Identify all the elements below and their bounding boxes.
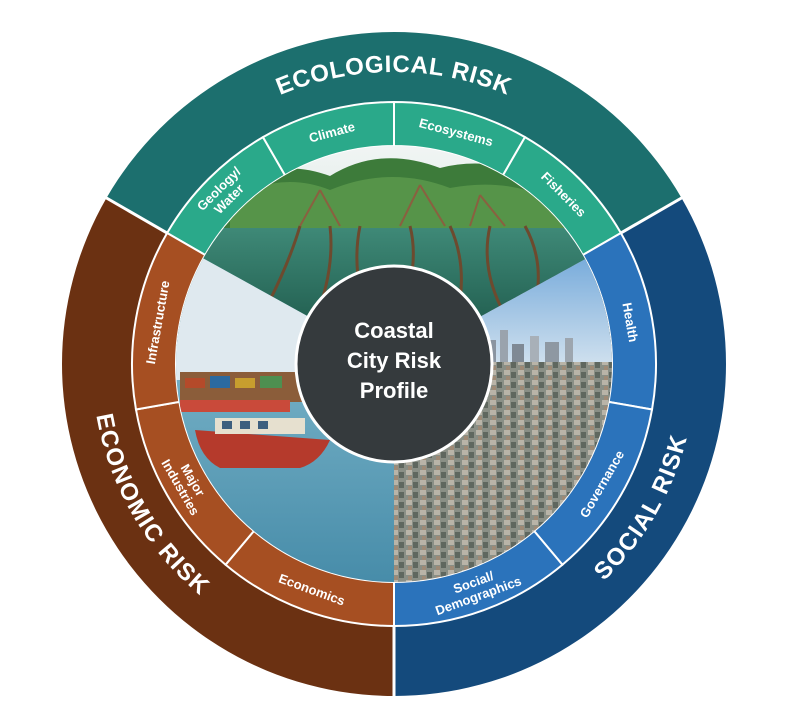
social-outer-segment <box>394 198 726 696</box>
economic-outer-segment <box>61 198 395 696</box>
center-circle <box>294 264 494 464</box>
ecological-outer-segment <box>106 32 682 233</box>
social-subcategory-label: Health <box>619 301 641 343</box>
